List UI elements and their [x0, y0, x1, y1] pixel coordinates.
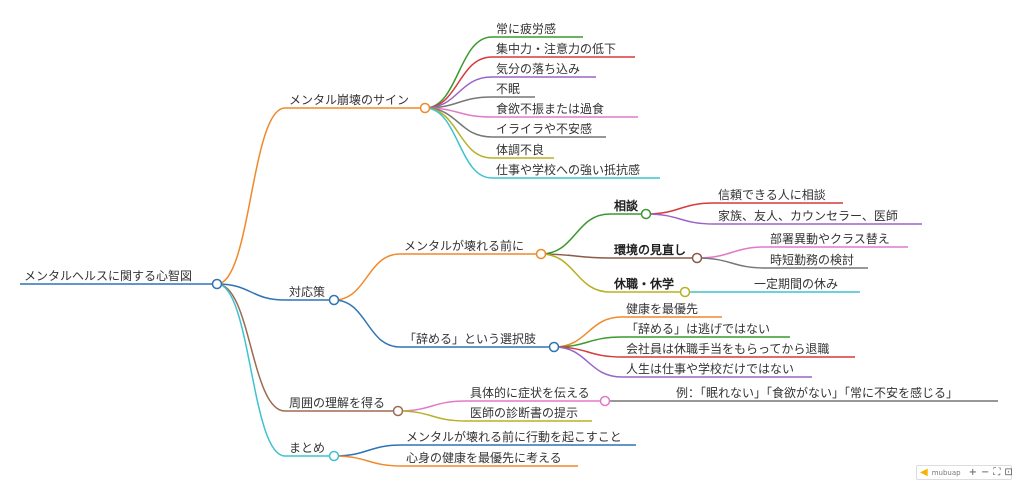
fit-view-button[interactable]: ⛶ [993, 467, 1001, 478]
summary-item-0[interactable]: メンタルが壊れる前に行動を起こすこと [406, 430, 622, 444]
sign-connector-7 [424, 107, 493, 179]
symptoms-node[interactable] [599, 395, 611, 407]
consult-connector [540, 213, 611, 255]
sign-item-4[interactable]: 食欲不振または過食 [496, 102, 605, 116]
summary-item-connector-1 [333, 455, 403, 467]
symptoms-topic[interactable]: 具体的に症状を伝える [470, 386, 590, 400]
leave-item-0[interactable]: 一定期間の休み [754, 277, 839, 291]
summary-topic[interactable]: まとめ [289, 441, 326, 455]
consult-item-0[interactable]: 信頼できる人に相談 [718, 188, 826, 202]
sign-item-1[interactable]: 集中力・注意力の低下 [496, 42, 617, 56]
sign-connector-6 [424, 107, 493, 159]
environment-item-connector-1 [696, 257, 767, 269]
measures-node[interactable] [328, 294, 340, 306]
consult-item-connector-1 [645, 213, 715, 225]
quit-item-1[interactable]: 「辞める」は逃げではない [626, 322, 771, 336]
consult-item-1[interactable]: 家族、友人、カウンセラー、医師 [718, 209, 898, 223]
quit-item-3[interactable]: 人生は仕事や学校だけではない [626, 362, 795, 376]
consult-item-connector-0 [645, 202, 715, 215]
sign-item-3[interactable]: 不眠 [496, 82, 521, 96]
environment-node[interactable] [691, 252, 703, 264]
understanding-node[interactable] [392, 405, 404, 417]
summary-item-connector-0 [333, 444, 403, 457]
brand-name: mubuap [931, 468, 961, 477]
sign-item-6[interactable]: 体調不良 [496, 143, 545, 157]
root-node[interactable] [211, 278, 223, 290]
environment-item-0[interactable]: 部署異動やクラス替え [770, 232, 890, 246]
consult-topic[interactable]: 相談 [614, 199, 639, 213]
sign-item-7[interactable]: 仕事や学校への強い抵抗感 [496, 163, 641, 177]
sign-item-5[interactable]: イライラや不安感 [496, 122, 593, 136]
symptoms-connector [397, 400, 467, 412]
zoom-out-button[interactable]: − [980, 467, 990, 478]
quit-connector [333, 299, 401, 348]
summary-node[interactable] [328, 450, 340, 462]
quit-topic[interactable]: 「辞める」という選択肢 [404, 332, 537, 346]
signs-topic[interactable]: メンタル崩壊のサイン [289, 93, 410, 107]
quit-item-2[interactable]: 会社員は休職手当をもらってから退職 [626, 342, 830, 356]
consult-node[interactable] [640, 208, 652, 220]
signs-connector [216, 107, 286, 285]
environment-connector [540, 253, 611, 259]
measures-connector [216, 283, 286, 301]
quit-node[interactable] [548, 341, 560, 353]
before-topic[interactable]: メンタルが壊れる前に [404, 239, 525, 253]
quit-item-0[interactable]: 健康を最優先 [626, 302, 699, 316]
understanding-topic[interactable]: 周囲の理解を得る [289, 396, 386, 410]
zoom-in-button[interactable]: + [968, 467, 977, 478]
sign-item-0[interactable]: 常に疲労感 [496, 22, 557, 36]
sign-connector-0 [424, 36, 493, 109]
root-topic[interactable]: メンタルヘルスに関する心智図 [24, 269, 193, 283]
symptoms-example[interactable]: 例：「眠れない」「食欲がない」「常に不安を感じる」 [676, 386, 959, 400]
certificate-connector [397, 410, 467, 422]
leave-connector [540, 253, 611, 293]
signs-node[interactable] [419, 102, 431, 114]
environment-topic[interactable]: 環境の見直し [614, 243, 687, 257]
summary-item-1[interactable]: 心身の健康を最優先に考える [406, 451, 562, 465]
environment-item-1[interactable]: 時短勤務の検討 [770, 253, 855, 267]
fullscreen-button[interactable]: ⊡ [1004, 467, 1013, 478]
leave-topic[interactable]: 休職・休学 [614, 277, 675, 291]
quit-item-connector-3 [553, 346, 623, 378]
sign-connector-1 [424, 56, 493, 109]
certificate-topic[interactable]: 医師の診断書の提示 [470, 406, 579, 420]
environment-item-connector-0 [696, 246, 767, 259]
summary-connector [216, 283, 286, 457]
brand-logo-icon: ◀ [920, 467, 928, 478]
sign-item-2[interactable]: 気分の落ち込み [496, 62, 581, 76]
before-node[interactable] [535, 248, 547, 260]
measures-topic[interactable]: 対応策 [289, 285, 326, 299]
understanding-connector [216, 283, 286, 412]
map-toolbar: ◀ mubuap + − ⛶ ⊡ [916, 465, 1013, 480]
before-connector [333, 253, 401, 301]
leave-node[interactable] [679, 286, 691, 298]
